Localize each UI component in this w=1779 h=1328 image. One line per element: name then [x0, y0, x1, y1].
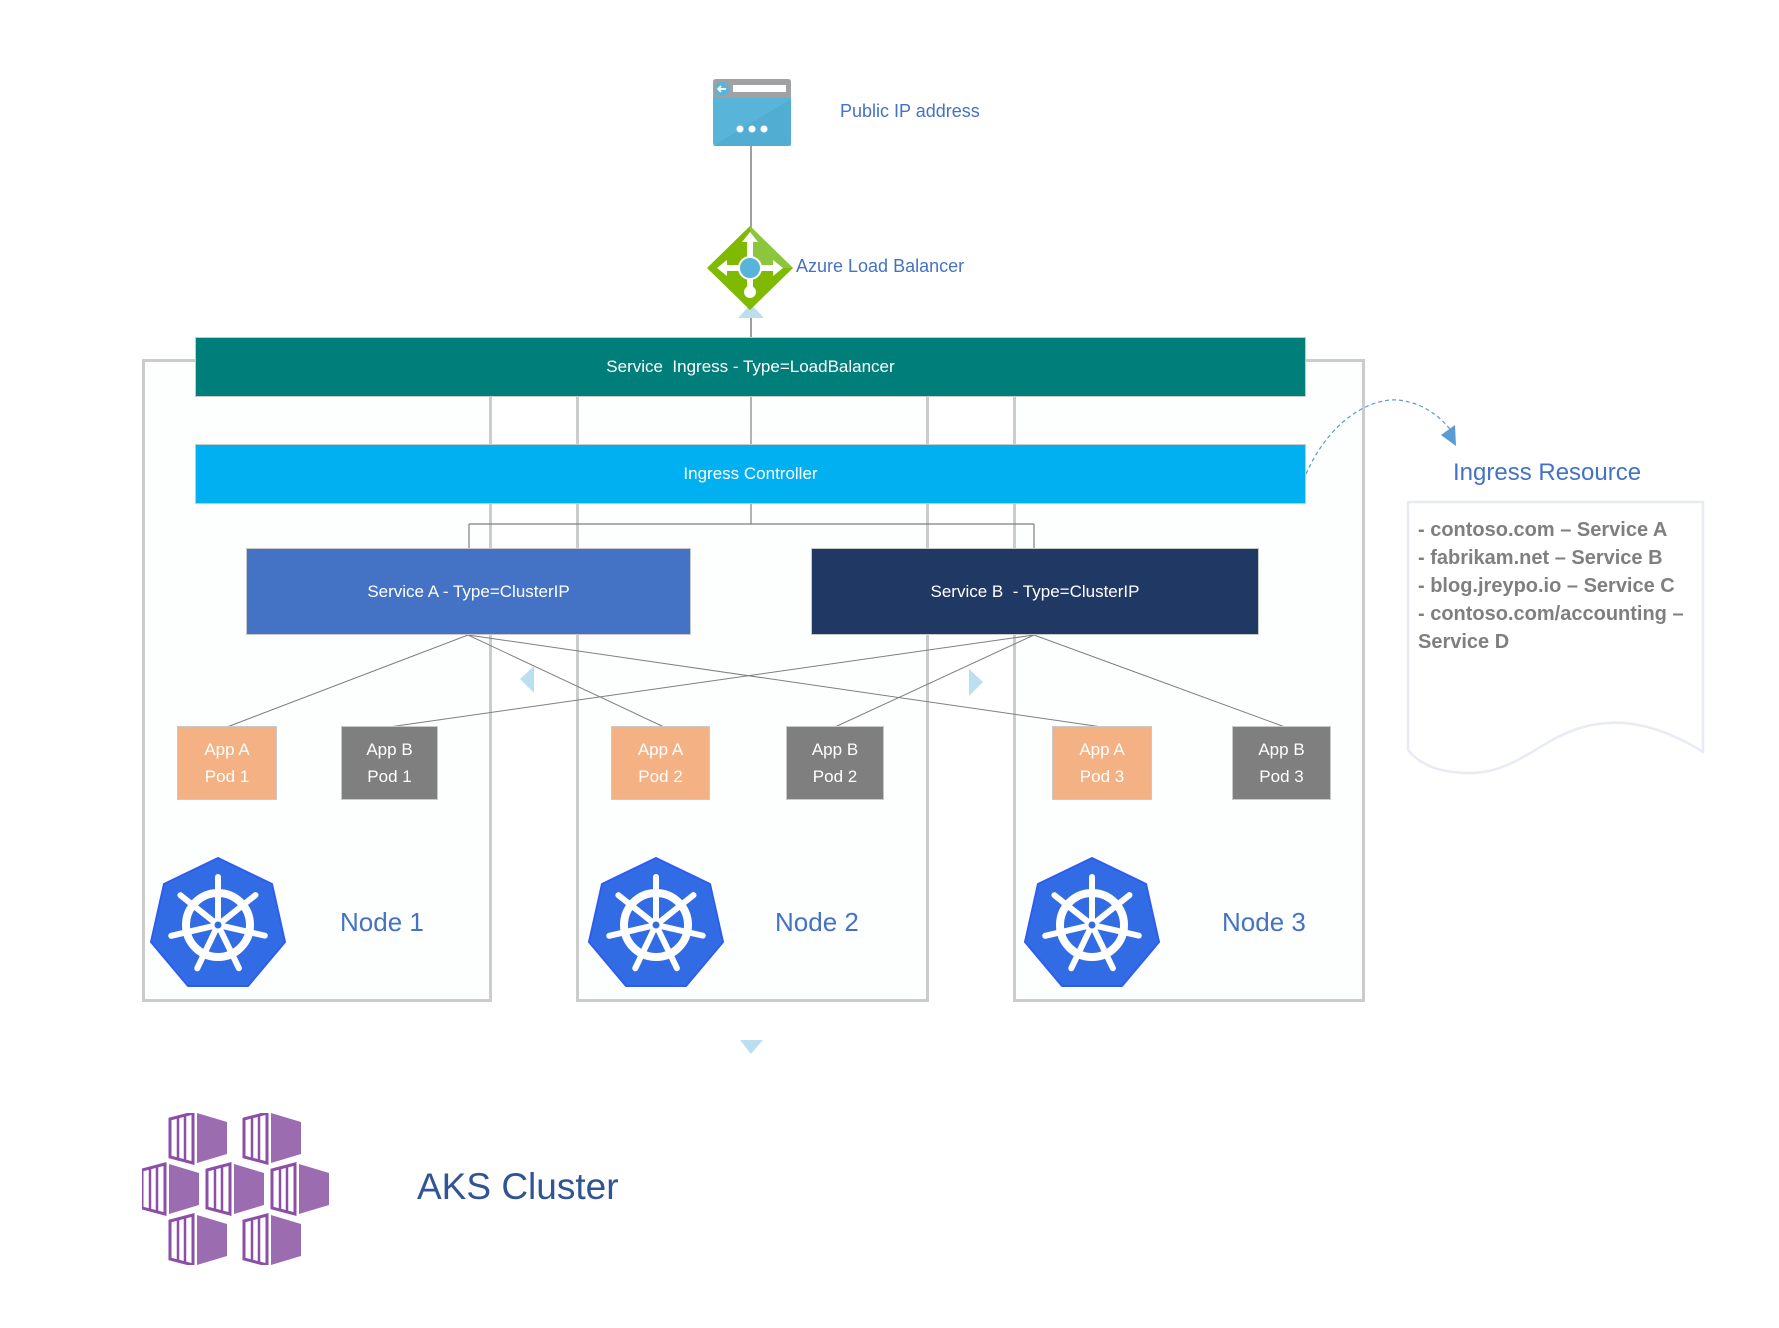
- left-arrow-marker: [520, 666, 534, 693]
- pod-number-label: Pod 1: [367, 767, 412, 786]
- arrowhead-icon: [1441, 425, 1456, 446]
- pod-number-label: Pod 1: [204, 767, 250, 786]
- ingress-rule: - blog.jreypo.io – Service C: [1418, 575, 1675, 597]
- kubernetes-icon: [587, 856, 725, 993]
- pod-app-b-2[interactable]: App B Pod 2: [786, 726, 884, 800]
- ingress-controller-bar[interactable]: Ingress Controller: [195, 444, 1306, 504]
- node-2-label: Node 2: [775, 907, 859, 937]
- kubernetes-icon: [149, 856, 287, 993]
- pod-number-label: Pod 2: [812, 767, 858, 786]
- ingress-resource-title: Ingress Resource: [1453, 459, 1642, 486]
- ingress-resource-document: [1406, 500, 1705, 775]
- ingress-resource-rules: - contoso.com – Service A - fabrikam.net…: [1418, 516, 1684, 656]
- line-service-a-to-pod-a1: [226, 634, 469, 728]
- pod-app-label: App A: [637, 740, 684, 759]
- pod-app-b-3[interactable]: App B Pod 3: [1232, 726, 1331, 800]
- load-balancer-label: Azure Load Balancer: [796, 256, 965, 276]
- pod-app-label: App A: [204, 740, 250, 759]
- pod-app-label: App B: [366, 740, 413, 759]
- pod-app-a-2[interactable]: App A Pod 2: [611, 726, 710, 800]
- kubernetes-icon: [1023, 856, 1161, 993]
- node-3-label: Node 3: [1222, 907, 1306, 937]
- line-service-b-to-pod-b1: [388, 634, 1035, 728]
- public-ip-label: Public IP address: [840, 101, 980, 121]
- line-service-b-to-pod-b3: [1033, 634, 1286, 728]
- aks-cluster-icon: [140, 1111, 350, 1267]
- line-service-a-to-pod-a2: [467, 634, 665, 728]
- service-a-box[interactable]: Service A - Type=ClusterIP: [246, 548, 691, 635]
- pod-app-label: App B: [811, 740, 859, 759]
- ingress-rule: - fabrikam.net – Service B: [1418, 547, 1663, 569]
- load-balancer-icon: [707, 226, 793, 310]
- aks-cluster-label: AKS Cluster: [417, 1166, 619, 1207]
- pod-app-b-1[interactable]: App B Pod 1: [341, 726, 438, 800]
- service-ingress-label: Service Ingress - Type=LoadBalancer: [606, 357, 895, 376]
- up-arrow-marker: [738, 304, 764, 318]
- service-b-label: Service B - Type=ClusterIP: [930, 581, 1140, 601]
- service-a-label: Service A - Type=ClusterIP: [367, 581, 570, 601]
- pod-number-label: Pod 2: [638, 767, 683, 786]
- ingress-rule: - contoso.com/accounting –: [1418, 603, 1684, 625]
- node-1-label: Node 1: [340, 907, 424, 937]
- pod-number-label: Pod 3: [1079, 767, 1125, 786]
- service-b-box[interactable]: Service B - Type=ClusterIP: [811, 548, 1259, 635]
- right-arrow-marker: [969, 669, 983, 696]
- dashed-arrow-to-ingress-resource: [1305, 399, 1453, 475]
- line-service-a-to-pod-a3: [467, 634, 1103, 728]
- pod-app-a-3[interactable]: App A Pod 3: [1052, 726, 1152, 800]
- service-ingress-bar[interactable]: Service Ingress - Type=LoadBalancer: [195, 337, 1306, 397]
- down-arrow-marker: [740, 1040, 763, 1054]
- pod-number-label: Pod 3: [1259, 767, 1304, 786]
- pod-app-label: App B: [1258, 740, 1305, 759]
- pod-app-a-1[interactable]: App A Pod 1: [177, 726, 277, 800]
- ingress-rule: Service D: [1418, 631, 1510, 653]
- pod-app-label: App A: [1079, 740, 1125, 759]
- public-ip-icon: [713, 79, 791, 146]
- line-service-b-to-pod-b2: [834, 634, 1035, 728]
- ingress-rule: - contoso.com – Service A: [1418, 519, 1668, 541]
- ingress-controller-label: Ingress Controller: [683, 464, 818, 483]
